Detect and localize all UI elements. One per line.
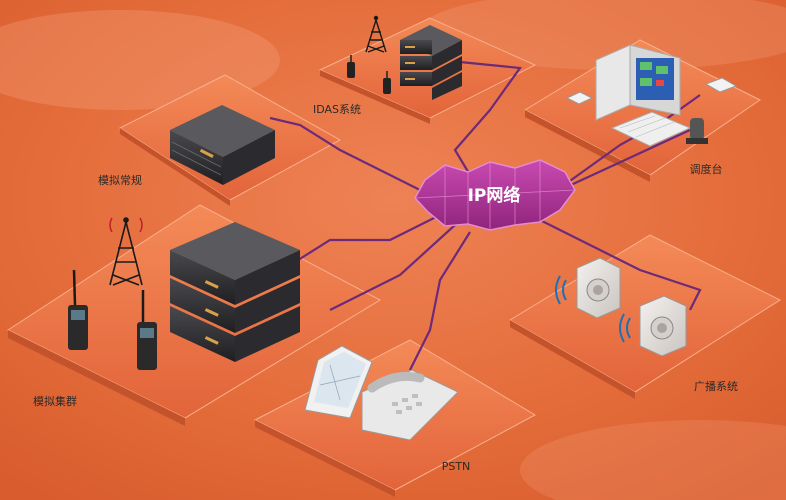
link-lines: [269, 60, 702, 371]
idas-tower-icon: [365, 15, 387, 53]
idas-radio-icon: [347, 55, 391, 94]
hub-label: IP网络: [468, 185, 521, 206]
link-analog-trunking-secondary: [329, 224, 456, 311]
analog-trunking-rack-icon: [170, 222, 300, 362]
cloud-decoration: [420, 0, 786, 70]
analog-trunking-label: 模拟集群: [33, 394, 77, 408]
link-broadcast: [539, 219, 702, 311]
broadcast-label: 广播系统: [694, 379, 738, 393]
link-analog-trunking: [294, 214, 441, 263]
analog-trunking-tower-icon: [109, 217, 143, 286]
ip-network-hub: IP网络: [414, 159, 576, 231]
link-idas: [453, 60, 522, 176]
pstn-label: PSTN: [442, 460, 471, 473]
pstn-smartphone-icon: [304, 345, 373, 419]
dispatch-label: 调度台: [690, 162, 723, 176]
analog-conventional-rack-icon: [170, 105, 275, 185]
broadcast-speaker-icon: [619, 295, 687, 357]
pstn-desk-phone-icon: [361, 369, 459, 441]
link-dispatch-secondary: [559, 129, 691, 191]
link-pstn: [409, 231, 471, 371]
idas-label: IDAS系统: [313, 103, 361, 116]
broadcast-speaker-icon: [555, 257, 621, 319]
analog-conventional-label: 模拟常规: [98, 173, 142, 187]
link-analog-conventional: [269, 116, 421, 191]
idas-rack-icon: [400, 25, 462, 100]
dispatch-console-icon: [565, 44, 738, 147]
cloud-decoration: [520, 420, 786, 500]
analog-trunking-radio-icon: [68, 269, 157, 370]
